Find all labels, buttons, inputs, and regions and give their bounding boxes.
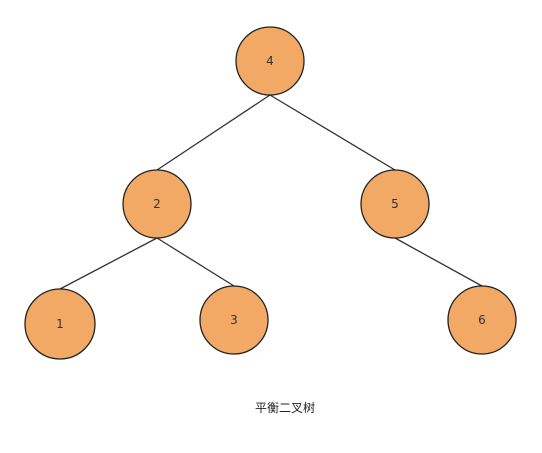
tree-node-5: 5 <box>360 169 430 239</box>
edge-n2-n1 <box>59 237 158 290</box>
node-circle <box>199 285 269 355</box>
tree-node-1: 1 <box>24 288 96 360</box>
node-circle <box>122 169 192 239</box>
tree-node-4: 4 <box>235 26 305 96</box>
node-circle <box>235 26 305 96</box>
node-label: 4 <box>266 54 274 68</box>
tree-node-2: 2 <box>122 169 192 239</box>
edges-layer <box>59 94 483 290</box>
node-label: 6 <box>478 313 486 327</box>
edge-n5-n6 <box>394 237 483 287</box>
diagram-caption: 平衡二叉树 <box>254 401 315 415</box>
node-circle <box>24 288 96 360</box>
node-label: 1 <box>56 317 64 331</box>
node-label: 3 <box>230 313 238 327</box>
node-circle <box>447 285 517 355</box>
edge-n4-n5 <box>269 94 396 171</box>
node-label: 5 <box>391 197 399 211</box>
node-circle <box>360 169 430 239</box>
edge-n2-n3 <box>156 237 235 287</box>
tree-node-3: 3 <box>199 285 269 355</box>
nodes-layer: 4 2 5 1 3 6 <box>24 26 517 360</box>
tree-node-6: 6 <box>447 285 517 355</box>
node-label: 2 <box>153 197 161 211</box>
edge-n4-n2 <box>156 94 271 171</box>
